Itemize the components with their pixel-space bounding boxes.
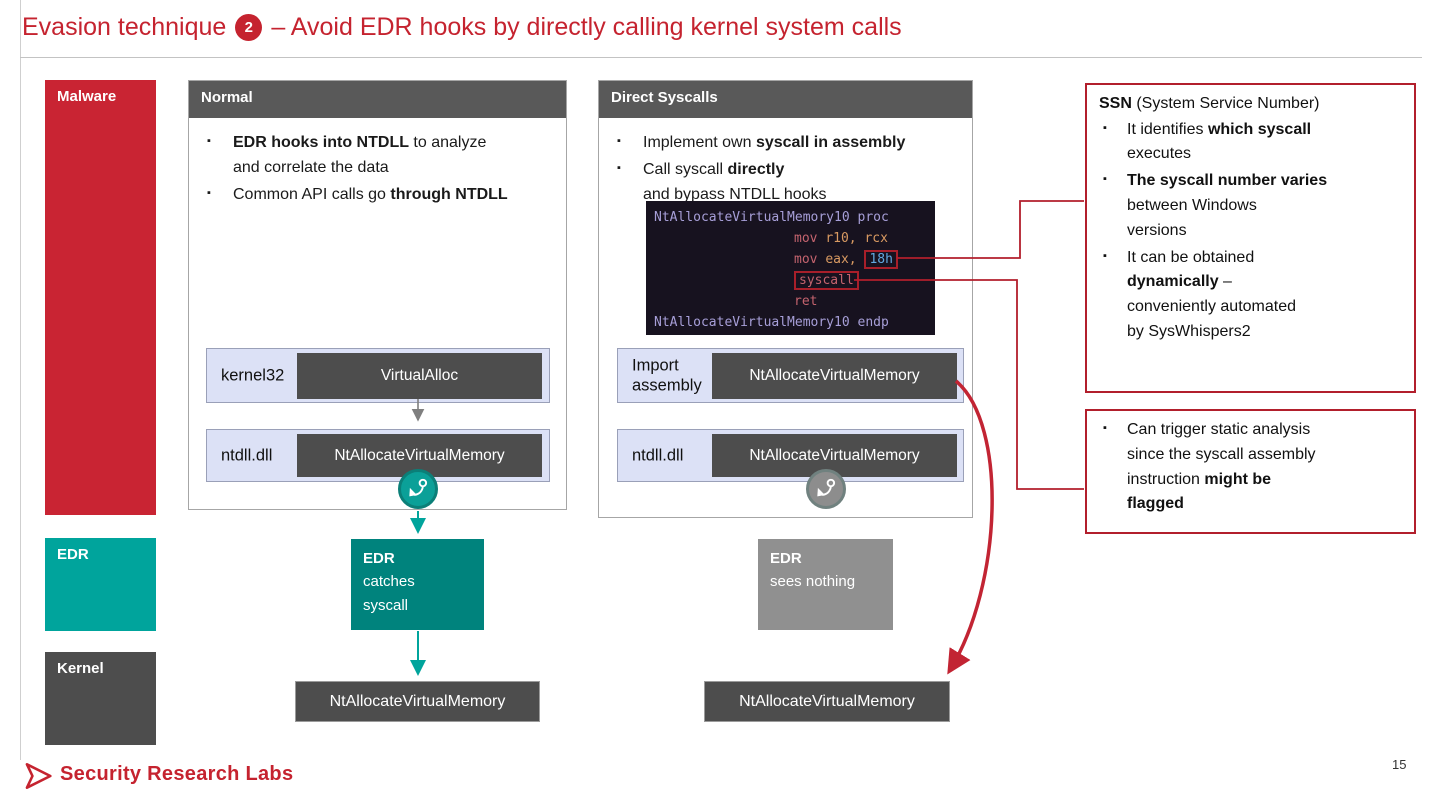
ssn-bullet-3: It can be obtained dynamically – conveni… xyxy=(1099,246,1402,345)
static-analysis-note-box: Can trigger static analysis since the sy… xyxy=(1085,409,1416,534)
direct-bullet-2: Call syscall directly and bypass NTDLL ho… xyxy=(613,158,964,208)
panel-direct-syscalls: Direct Syscalls Implement own syscall in… xyxy=(598,80,973,518)
ssn-bullet-2-bold: The syscall number varies xyxy=(1127,172,1328,190)
ssn-note-title-bold: SSN xyxy=(1099,95,1132,112)
panel-direct-bullets: Implement own syscall in assembly Call s… xyxy=(613,131,964,207)
panel-direct-header: Direct Syscalls xyxy=(599,81,972,118)
kernel-syscall-box-right: NtAllocateVirtualMemory xyxy=(704,681,950,722)
code-syscall-highlight: syscall xyxy=(794,271,859,290)
flag-note-bullets: Can trigger static analysis since the sy… xyxy=(1099,418,1402,517)
ssn-bullet-2-post: between Windows versions xyxy=(1127,196,1257,239)
ntdll-label-direct: ntdll.dll xyxy=(632,446,684,465)
ntdll-row-direct: ntdll.dll NtAllocateVirtualMemory xyxy=(617,429,964,482)
direct-bullet-1-pre: Implement own xyxy=(643,134,756,151)
normal-bullet-1: EDR hooks into NTDLL to analyze and corr… xyxy=(203,131,558,181)
normal-bullet-2-bold: through NTDLL xyxy=(390,185,508,203)
srlabs-logo-icon xyxy=(25,763,52,789)
direct-bullet-2-bold: directly xyxy=(727,160,785,178)
ssn-bullet-2: The syscall number varies between Window… xyxy=(1099,169,1402,243)
ssn-bullet-3-pre: It can be obtained xyxy=(1127,248,1255,266)
direct-bullet-2-cont: and bypass NTDLL hooks xyxy=(643,185,827,203)
technique-number-badge: 2 xyxy=(235,14,263,41)
page-number: 15 xyxy=(1392,757,1407,772)
ntallocate-box-import: NtAllocateVirtualMemory xyxy=(712,353,957,399)
code-mov2-args: eax, xyxy=(825,252,865,267)
direct-bullet-1-bold: syscall in assembly xyxy=(755,134,906,151)
edr-nothing-line2: sees nothing xyxy=(770,573,856,591)
code-mov1-args: r10, rcx xyxy=(825,231,888,246)
hook-icon-glyph xyxy=(409,478,428,497)
direct-bullet-1: Implement own syscall in assembly xyxy=(613,131,964,156)
edr-catches-line2: catches xyxy=(363,573,415,591)
edr-catches-line3: syscall xyxy=(363,596,409,614)
lane-kernel: Kernel xyxy=(45,652,156,745)
flag-bullet-1-pre: Can trigger static analysis since the sy… xyxy=(1127,421,1316,488)
flag-bullet-1: Can trigger static analysis since the sy… xyxy=(1099,418,1402,517)
virtualalloc-box: VirtualAlloc xyxy=(297,353,542,399)
import-label-line2: assembly xyxy=(632,376,702,395)
kernel32-row: kernel32 VirtualAlloc xyxy=(206,348,550,403)
ssn-bullet-1-post: executes xyxy=(1127,145,1192,163)
direct-bullet-2-pre: Call syscall xyxy=(643,160,728,178)
panel-normal-header: Normal xyxy=(189,81,566,118)
lane-malware: Malware xyxy=(45,80,156,515)
ssn-note-title-rest: (System Service Number) xyxy=(1131,95,1320,112)
ntdll-row-normal: ntdll.dll NtAllocateVirtualMemory xyxy=(206,429,550,482)
edr-catches-box: EDR catches syscall xyxy=(351,539,484,630)
slide-title-suffix: – Avoid EDR hooks by directly calling ke… xyxy=(271,13,902,41)
code-ssn-value-highlight: 18h xyxy=(864,250,898,269)
code-line-mov-eax: mov eax, 18h xyxy=(654,249,927,270)
code-line-mov-r10: mov r10, rcx xyxy=(654,228,927,249)
panel-normal-bullets: EDR hooks into NTDLL to analyze and corr… xyxy=(203,131,558,207)
normal-bullet-2: Common API calls go through NTDLL xyxy=(203,183,558,208)
brand-name: Security Research Labs xyxy=(60,763,294,785)
edr-catches-title: EDR xyxy=(363,550,395,567)
ssn-note-title: SSN (System Service Number) xyxy=(1099,91,1402,117)
kernel-syscall-box-left: NtAllocateVirtualMemory xyxy=(295,681,540,722)
code-mov1-keyword: mov xyxy=(794,231,826,246)
ntdll-label-normal: ntdll.dll xyxy=(221,446,273,465)
code-mov2-keyword: mov xyxy=(794,252,826,267)
ssn-bullet-1: It identifies which syscall executes xyxy=(1099,118,1402,168)
import-assembly-label: Import assembly xyxy=(632,355,702,396)
normal-bullet-2-pre: Common API calls go xyxy=(233,185,391,203)
ssn-bullet-1-bold: which syscall xyxy=(1207,120,1312,138)
slide-title: Evasion technique 2 – Avoid EDR hooks by… xyxy=(22,13,902,42)
import-assembly-row: Import assembly NtAllocateVirtualMemory xyxy=(617,348,964,403)
hook-icon-teal xyxy=(398,469,438,509)
code-line-ret: ret xyxy=(654,291,927,312)
import-label-line1: Import xyxy=(632,355,679,374)
hook-icon-gray xyxy=(806,469,846,509)
slide-title-prefix: Evasion technique xyxy=(22,13,227,41)
ssn-note-box: SSN (System Service Number) It identifie… xyxy=(1085,83,1416,393)
code-line-endp: NtAllocateVirtualMemory10 endp xyxy=(654,315,889,330)
flag-bullet-1-bold: might be flagged xyxy=(1127,470,1272,513)
title-divider-line xyxy=(20,57,1422,58)
slide-left-guide-line xyxy=(20,0,21,760)
code-line-proc: NtAllocateVirtualMemory10 proc xyxy=(654,210,889,225)
kernel32-label: kernel32 xyxy=(221,366,285,385)
panel-normal: Normal EDR hooks into NTDLL to analyze a… xyxy=(188,80,567,510)
ssn-bullet-1-pre: It identifies xyxy=(1127,120,1208,138)
hook-icon-glyph xyxy=(817,478,836,497)
lane-edr: EDR xyxy=(45,538,156,631)
edr-nothing-title: EDR xyxy=(770,550,802,567)
normal-bullet-1-rest: to analyze and correlate the data xyxy=(233,134,487,176)
ssn-bullet-3-post: – conveniently automated by SysWhispers2 xyxy=(1127,273,1296,340)
ssn-bullet-3-bold: dynamically xyxy=(1127,273,1219,291)
normal-bullet-1-bold: EDR hooks into NTDLL xyxy=(233,134,409,151)
assembly-code-block: NtAllocateVirtualMemory10 proc mov r10, … xyxy=(646,201,935,335)
edr-sees-nothing-box: EDR sees nothing xyxy=(758,539,893,630)
ssn-note-bullets: It identifies which syscall executes The… xyxy=(1099,118,1402,345)
code-line-syscall: syscall xyxy=(654,270,927,291)
code-ret-keyword: ret xyxy=(794,294,818,309)
